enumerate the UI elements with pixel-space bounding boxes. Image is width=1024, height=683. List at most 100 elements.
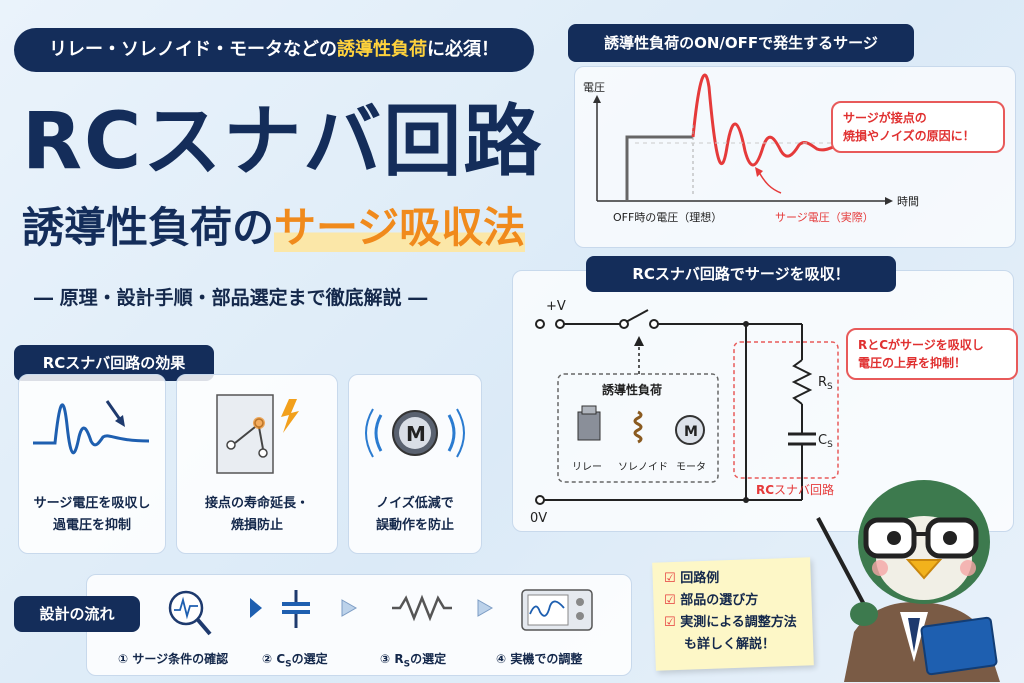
x-axis-label: 時間 [897,195,919,208]
motor-icon [675,415,705,445]
flow-step-4-num: ④ [496,652,507,666]
load-title: 誘導性負荷 [602,382,662,397]
effect-1-text: サージ電圧を吸収し 過電圧を抑制 [19,493,165,537]
contact-spark-icon [216,394,299,474]
capacitor-icon [282,590,310,628]
cs-letter: C [818,433,827,448]
header-pill-highlight: 誘導性負荷 [337,39,427,60]
flow-step-2-sub: S [285,659,292,670]
surge-callout: サージが接点の 焼損やノイズの原因に！ [831,101,1005,153]
effect-3-line-2: 誤動作を防止 [375,518,454,533]
effect-3-line-1: ノイズ低減で [376,496,454,511]
cs-subscript: S [827,440,833,450]
surge-panel-heading: 誘導性負荷のON/OFFで発生するサージ [568,24,914,62]
flow-step-2-text: の選定 [291,652,328,666]
motor-icon-letter: M [684,424,698,440]
cs-label: CS [818,433,833,450]
tagline: ― 原理・設計手順・部品選定まで徹底解説 ― [34,287,428,309]
effect-card-3: M ノイズ低減で 誤動作を防止 [348,374,482,554]
y-axis-label: 電圧 [583,81,605,94]
surge-graph: 電圧 時間 OFF時の電圧（理想） サージ電圧（実際） [583,73,919,224]
load-label-relay: リレー [572,462,602,473]
zero-v-label: 0V [530,511,547,526]
surge-callout-line-2: 焼損やノイズの原因に！ [843,129,975,143]
flow-step-1: ① サージ条件の確認 [118,650,228,667]
note-item-3: ☑ 実測による調整方法 [664,612,814,634]
sticky-note-content: ☑ 回路例 ☑ 部品の選び方 ☑ 実測による調整方法 も詳しく解説！ [664,568,814,656]
flow-icons [168,589,593,636]
relay-icon [577,405,601,441]
note-item-3-text: 実測による調整方法 [680,615,797,630]
circuit-callout-line-2: 電圧の上昇を抑制！ [858,356,967,370]
flow-step-3-sub: S [403,659,411,670]
pointer-stick [816,517,870,613]
flow-step-3-text: の選定 [410,652,447,666]
flow-step-4-text: 実機での調整 [510,652,583,666]
flow-step-4: ④ 実機での調整 [496,650,582,667]
note-item-1-text: 回路例 [680,571,720,586]
note-item-1: ☑ 回路例 [664,568,814,590]
subtitle-highlight: サージ吸収法 [274,203,526,252]
flow-heading: 設計の流れ [14,596,140,632]
flow-step-3-letter: R [394,652,404,666]
header-pill-pre: リレー・ソレノイド・モータなどの [49,39,337,60]
penguin-teacher-mascot [816,480,1000,682]
snubber-label: RCスナバ回路 [756,482,834,497]
subtitle-pre: 誘導性負荷の [22,203,275,252]
check-icon: ☑ [664,615,676,630]
book-icon [920,616,998,676]
flow-step-3-num: ③ [380,652,391,666]
circuit-diagram: M +V 0V 誘導性負荷 リレー ソレノイド モータ RS CS RCスナバ回… [530,299,839,526]
ideal-voltage-line [625,135,693,201]
header-pill-post: に必須！ [427,39,499,60]
effect-1-line-1: サージ電圧を吸収し [33,496,151,511]
snubber-label-rest: スナバ回路 [774,482,834,497]
waveform-icon [33,400,150,455]
snubber-label-rc: RC [756,483,774,497]
arrow-icon-1 [250,598,262,618]
solenoid-icon [633,410,643,444]
load-label-motor: モータ [676,461,706,473]
flow-step-2-num: ② [262,652,273,666]
note-tail: も詳しく解説！ [684,637,776,652]
oscilloscope-icon [521,589,593,631]
rs-subscript: S [827,382,833,392]
surge-panel: 電圧 時間 OFF時の電圧（理想） サージ電圧（実際） サージが接点の 焼損やノ… [574,66,1016,248]
circuit-callout: RとCがサージを吸収し 電圧の上昇を抑制！ [846,328,1018,380]
arrow-icon-2 [341,599,358,617]
header-pill: リレー・ソレノイド・モータなどの誘導性負荷に必須！ [14,28,534,72]
rs-label: RS [818,375,833,392]
snubber-box [733,341,839,479]
surge-callout-line-1: サージが接点の [843,111,927,125]
load-label-solenoid: ソレノイド [618,462,668,473]
surge-voltage-label: サージ電圧（実際） [775,210,874,224]
page-title: RCスナバ回路 [22,97,544,187]
resistor-symbol [791,359,813,405]
check-icon: ☑ [664,571,676,586]
flow-step-1-num: ① [118,652,129,666]
vplus-label: +V [546,299,566,314]
effect-card-1: サージ電圧を吸収し 過電圧を抑制 [18,374,166,554]
flow-step-1-text: サージ条件の確認 [132,652,229,666]
note-item-2-text: 部品の選び方 [680,593,759,608]
switch-blade [625,309,649,323]
flow-step-2: ② CSの選定 [262,650,328,669]
ideal-voltage-label: OFF時の電圧（理想） [613,210,722,224]
note-item-2: ☑ 部品の選び方 [664,590,814,612]
effect-1-line-2: 過電圧を抑制 [52,518,131,533]
arrow-icon-3 [477,599,494,617]
effect-3-text: ノイズ低減で 誤動作を防止 [349,493,481,537]
circuit-callout-line-1: RとCがサージを吸収し [858,338,984,352]
rs-letter: R [818,375,827,390]
magnifier-icon [168,590,212,636]
circuit-panel-heading: RCスナバ回路でサージを吸収！ [586,256,896,292]
effect-2-line-2: 焼損防止 [230,518,283,533]
page-subtitle-line: 誘導性負荷のサージ吸収法 [22,198,526,258]
effect-2-text: 接点の寿命延長・ 焼損防止 [177,493,337,537]
check-icon: ☑ [664,593,676,608]
motor-noise-icon: M [365,408,465,458]
motor-letter: M [406,422,426,446]
surge-voltage-curve [691,73,848,167]
load-box [557,373,719,483]
resistor-icon [392,594,452,622]
